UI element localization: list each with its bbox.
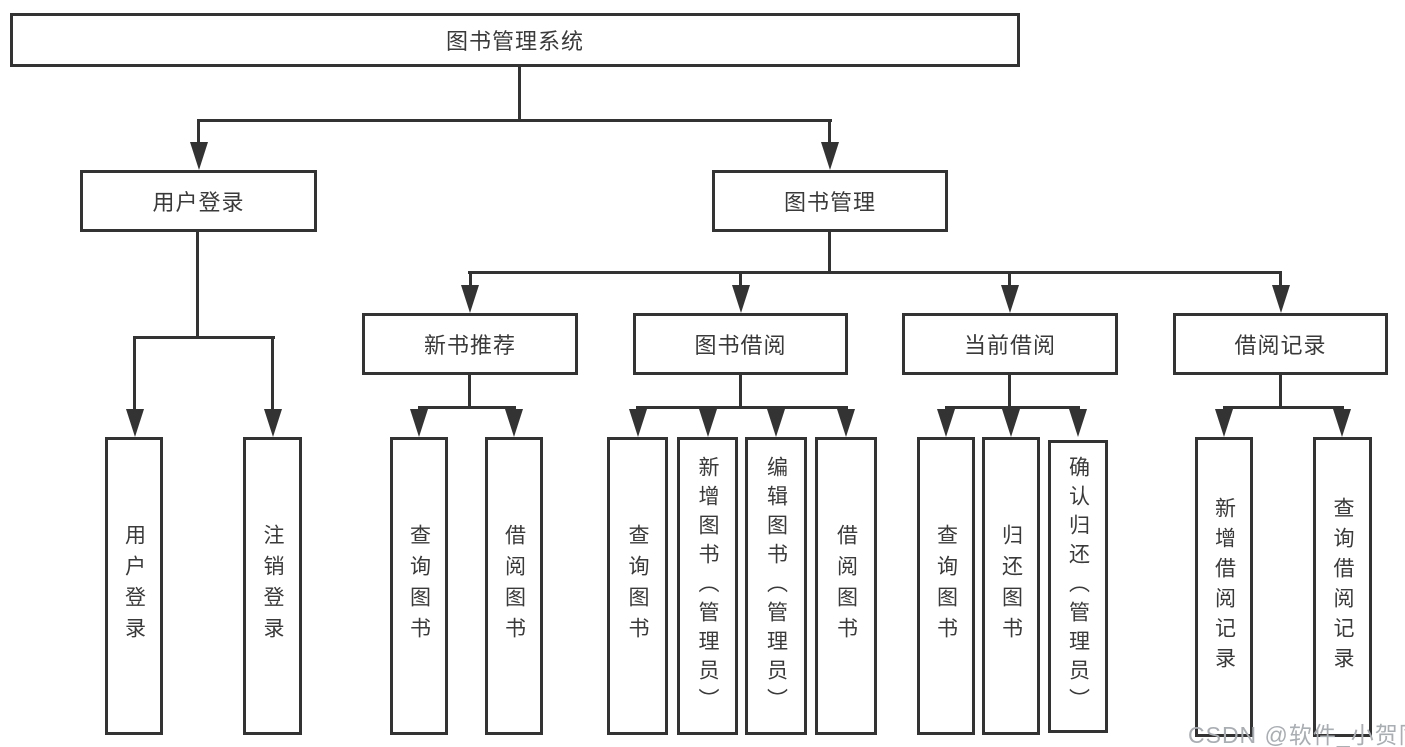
leaf-bb-add-books-admin: 新增图书（管理员） xyxy=(677,437,738,735)
node-label: 图书管理 xyxy=(783,190,876,215)
arrow-down-icon xyxy=(767,409,785,437)
connector-user-login-stem xyxy=(196,232,199,339)
connector-leaf-drop xyxy=(133,336,136,411)
arrow-down-icon xyxy=(837,409,855,437)
connector-root-bar xyxy=(197,119,832,122)
connector-nbr-stem xyxy=(468,375,471,409)
watermark: CSDN @软件_小贺同学 xyxy=(1188,722,1405,747)
leaf-label: 查询借阅记录 xyxy=(1331,497,1354,677)
leaf-br-add-record: 新增借阅记录 xyxy=(1195,437,1253,737)
arrow-down-icon xyxy=(821,142,839,170)
arrow-down-icon xyxy=(126,409,144,437)
leaf-cb-return-books: 归还图书 xyxy=(982,437,1040,735)
arrow-down-icon xyxy=(190,142,208,170)
arrow-down-icon xyxy=(1069,409,1087,437)
connector-root-stem xyxy=(518,67,521,122)
arrow-down-icon xyxy=(699,409,717,437)
leaf-label: 借阅图书 xyxy=(502,524,526,648)
arrow-down-icon xyxy=(732,285,750,313)
node-label: 新书推荐 xyxy=(423,333,516,358)
node-label: 图书管理系统 xyxy=(445,29,584,54)
leaf-label: 查询图书 xyxy=(626,524,649,648)
node-library-management-system: 图书管理系统 xyxy=(10,13,1020,67)
leaf-label: 新增图书（管理员） xyxy=(696,455,719,717)
arrow-down-icon xyxy=(1215,409,1233,437)
node-current-borrowing: 当前借阅 xyxy=(902,313,1118,375)
arrow-down-icon xyxy=(461,285,479,313)
node-label: 当前借阅 xyxy=(963,333,1056,358)
arrow-down-icon xyxy=(1001,285,1019,313)
leaf-label: 新增借阅记录 xyxy=(1212,497,1236,677)
connector-br-stem xyxy=(1279,375,1282,409)
connector-book-mgmt-bar xyxy=(468,271,1282,274)
arrow-down-icon xyxy=(410,409,428,437)
leaf-label: 查询图书 xyxy=(407,524,431,648)
leaf-br-query-record: 查询借阅记录 xyxy=(1313,437,1372,737)
node-borrowing-records: 借阅记录 xyxy=(1173,313,1388,375)
node-label: 用户登录 xyxy=(152,190,245,215)
leaf-label: 确认归还（管理员） xyxy=(1066,456,1090,717)
connector-user-login-drop xyxy=(197,119,200,144)
leaf-cb-query-books: 查询图书 xyxy=(917,437,975,735)
connector-nbr-bar xyxy=(418,406,516,409)
leaf-bb-query-books: 查询图书 xyxy=(607,437,668,735)
connector-l3-drop xyxy=(1279,271,1282,287)
leaf-nbr-borrow-books: 借阅图书 xyxy=(485,437,543,735)
connector-bb-stem xyxy=(739,375,742,409)
connector-br-bar xyxy=(1223,406,1344,409)
connector-user-login-bar xyxy=(133,336,275,339)
connector-book-mgmt-drop xyxy=(828,119,831,144)
connector-l3-drop xyxy=(469,271,472,287)
leaf-label: 归还图书 xyxy=(999,524,1023,648)
node-label: 图书借阅 xyxy=(694,333,787,358)
connector-leaf-drop xyxy=(271,336,274,411)
arrow-down-icon xyxy=(264,409,282,437)
arrow-down-icon xyxy=(1272,285,1290,313)
connector-l3-drop xyxy=(739,271,742,287)
leaf-label: 用户登录 xyxy=(122,524,146,648)
leaf-label: 注销登录 xyxy=(261,524,284,648)
leaf-label: 编辑图书（管理员） xyxy=(764,455,788,717)
node-new-book-recommendation: 新书推荐 xyxy=(362,313,578,375)
arrow-down-icon xyxy=(505,409,523,437)
arrow-down-icon xyxy=(1002,409,1020,437)
leaf-bb-edit-books-admin: 编辑图书（管理员） xyxy=(745,437,807,735)
arrow-down-icon xyxy=(1333,409,1351,437)
leaf-nbr-query-books: 查询图书 xyxy=(390,437,448,735)
connector-cb-stem xyxy=(1008,375,1011,409)
leaf-label: 借阅图书 xyxy=(834,524,858,648)
node-label: 借阅记录 xyxy=(1234,333,1327,358)
node-book-management: 图书管理 xyxy=(712,170,948,232)
node-book-borrowing: 图书借阅 xyxy=(633,313,848,375)
connector-book-mgmt-stem xyxy=(828,232,831,274)
connector-cb-bar xyxy=(945,406,1080,409)
leaf-user-login: 用户登录 xyxy=(105,437,163,735)
connector-bb-bar xyxy=(636,406,848,409)
leaf-cb-confirm-return-admin: 确认归还（管理员） xyxy=(1048,440,1108,733)
arrow-down-icon xyxy=(937,409,955,437)
arrow-down-icon xyxy=(629,409,647,437)
node-user-login: 用户登录 xyxy=(80,170,317,232)
leaf-logout: 注销登录 xyxy=(243,437,302,735)
connector-l3-drop xyxy=(1008,271,1011,287)
leaf-bb-borrow-books: 借阅图书 xyxy=(815,437,877,735)
leaf-label: 查询图书 xyxy=(934,524,958,648)
